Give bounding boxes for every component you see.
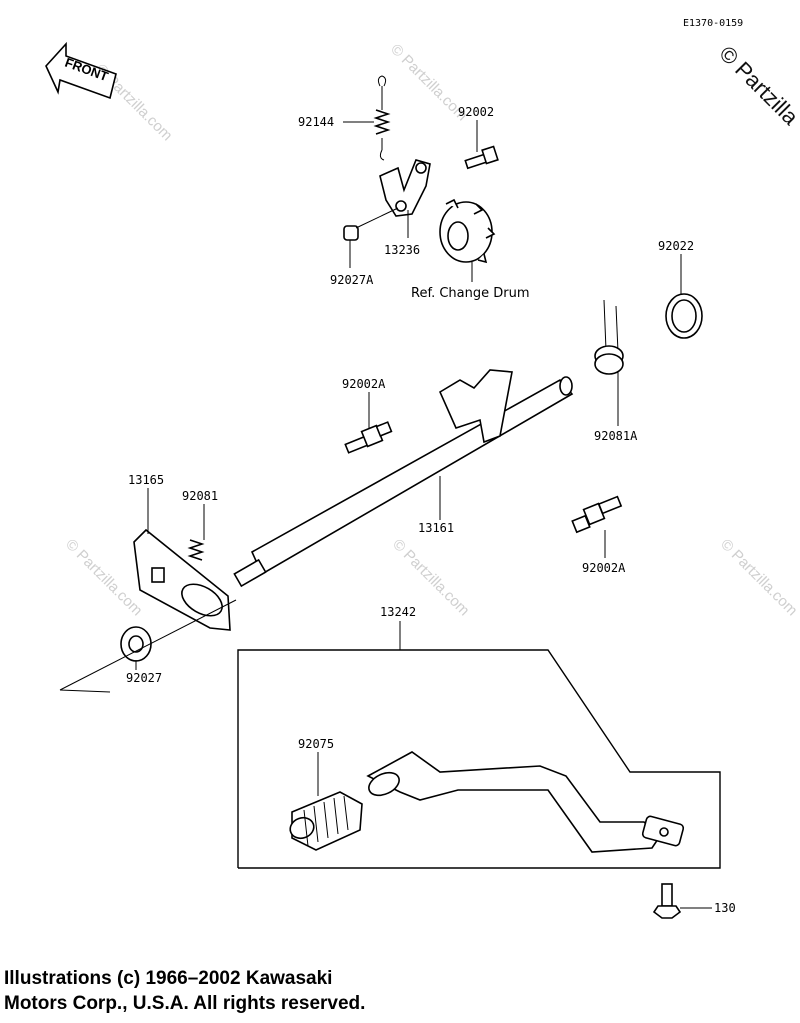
label-13165: 13165 — [128, 473, 164, 487]
pedal-rubber-92075-icon — [289, 791, 363, 851]
bolt-92002-icon — [464, 145, 499, 170]
label-92081: 92081 — [182, 489, 218, 503]
bolt-130-icon — [652, 883, 682, 919]
bolt-92002A-right-icon — [571, 495, 623, 534]
label-92002A-right: 92002A — [582, 561, 626, 575]
label-13236: 13236 — [384, 243, 420, 257]
shift-shaft-13161-icon — [233, 369, 574, 588]
watermark: © Partzilla.com — [62, 536, 145, 619]
label-ref-change-drum: Ref. Change Drum — [411, 286, 530, 301]
washer-92022-icon — [665, 293, 703, 339]
label-92002: 92002 — [458, 105, 494, 119]
label-13242: 13242 — [380, 605, 416, 619]
washer-92027-icon — [120, 626, 152, 662]
label-92027A: 92027A — [330, 273, 374, 287]
plate-13236-icon — [379, 159, 431, 217]
diagram-id: E1370-0159 — [683, 18, 743, 29]
label-92081A: 92081A — [594, 429, 638, 443]
bolt-92002A-left-icon — [344, 421, 393, 454]
collar-92027A-icon — [343, 225, 359, 241]
copyright-line-1: Illustrations (c) 1966–2002 Kawasaki — [4, 968, 333, 989]
label-92027: 92027 — [126, 671, 162, 685]
change-drum-icon — [439, 198, 496, 264]
shift-pedal-13242-icon — [366, 751, 685, 853]
watermark-large: © Partzilla — [714, 41, 800, 130]
label-130: 130 — [714, 901, 736, 915]
spring-92081-icon — [187, 539, 205, 561]
part-labels: 92144 92002 13236 92027A Ref. Change Dru… — [126, 105, 736, 915]
label-92002A-left: 92002A — [342, 377, 386, 391]
label-92022: 92022 — [658, 239, 694, 253]
front-arrow-icon: FRONT — [45, 41, 117, 100]
lever-plate-13165-icon — [133, 528, 231, 631]
watermark: © Partzilla.com — [717, 536, 800, 619]
spring-92144-icon — [373, 75, 391, 161]
copyright-line-2: Motors Corp., U.S.A. All rights reserved… — [4, 993, 366, 1014]
label-13161: 13161 — [418, 521, 454, 535]
label-92075: 92075 — [298, 737, 334, 751]
copyright-notice: Illustrations (c) 1966–2002 Kawasaki Mot… — [4, 966, 604, 1016]
leader-lines — [59, 120, 712, 909]
label-92144: 92144 — [298, 115, 334, 129]
spring-92081A-icon — [594, 299, 624, 375]
pedal-assembly-frame — [237, 649, 721, 869]
